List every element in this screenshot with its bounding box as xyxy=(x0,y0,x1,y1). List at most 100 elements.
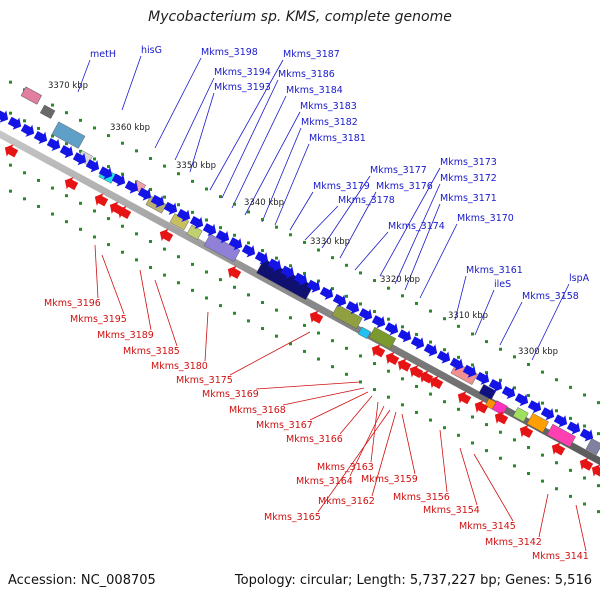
forward-gene-label: Mkms_3194 xyxy=(214,67,271,78)
track-dot xyxy=(345,294,348,298)
forward-gene-label: Mkms_3158 xyxy=(522,291,579,302)
reverse-gene-label: Mkms_3162 xyxy=(318,496,375,507)
track-dot xyxy=(387,286,390,290)
track-dot xyxy=(121,224,124,228)
track-dot xyxy=(205,296,208,300)
track-dot xyxy=(457,355,460,359)
track-dot xyxy=(331,287,334,291)
track-dot xyxy=(583,393,586,397)
track-dot xyxy=(331,339,334,343)
reverse-gene-arrow xyxy=(397,358,412,372)
forward-gene-label: Mkms_3184 xyxy=(286,85,343,96)
track-dot xyxy=(345,372,348,376)
forward-gene-arrow xyxy=(488,378,503,392)
track-dot xyxy=(23,119,26,123)
forward-gene-arrow xyxy=(358,308,373,322)
track-dot xyxy=(527,393,530,397)
track-dot xyxy=(485,423,488,427)
track-dot xyxy=(317,279,320,283)
track-dot xyxy=(289,342,292,346)
track-dot xyxy=(177,172,180,176)
forward-gene-arrow xyxy=(137,187,152,201)
forward-gene-arrow xyxy=(449,357,464,371)
reverse-label-line xyxy=(575,504,587,552)
reverse-gene-arrow xyxy=(159,228,174,242)
track-dot xyxy=(457,324,460,328)
track-dot xyxy=(65,111,68,115)
track-dot xyxy=(261,249,264,253)
forward-gene-arrow xyxy=(293,272,308,286)
track-dot xyxy=(513,438,516,442)
reverse-gene-arrow xyxy=(474,400,489,414)
track-dot xyxy=(163,273,166,277)
forward-gene-label: Mkms_3174 xyxy=(388,221,445,232)
track-dot xyxy=(205,270,208,274)
forward-label-line xyxy=(474,289,495,336)
track-dot xyxy=(527,471,530,475)
forward-gene-arrow xyxy=(280,265,295,279)
topology-line: Topology: circular; Length: 5,737,227 bp… xyxy=(234,573,592,588)
forward-label-line xyxy=(404,203,441,291)
track-dot xyxy=(541,401,544,405)
forward-gene-arrow xyxy=(254,251,269,265)
reverse-label-line xyxy=(154,279,178,347)
reverse-gene-label: Mkms_3169 xyxy=(202,389,259,400)
track-dot xyxy=(387,369,390,373)
track-dot xyxy=(177,203,180,207)
feature-block xyxy=(357,326,371,340)
track-dot xyxy=(289,233,292,237)
forward-gene-arrow xyxy=(514,393,529,407)
forward-gene-label: Mkms_3161 xyxy=(466,265,523,276)
track-dot xyxy=(191,288,194,292)
track-dot xyxy=(471,332,474,336)
forward-gene-arrow xyxy=(241,244,256,258)
track-dot xyxy=(513,355,516,359)
track-dot xyxy=(219,304,222,308)
track-dot xyxy=(569,468,572,472)
track-dot xyxy=(121,250,124,254)
reverse-gene-label: Mkms_3142 xyxy=(485,537,542,548)
track-dot xyxy=(23,197,26,201)
forward-gene-arrow xyxy=(215,230,230,244)
reverse-gene-arrow xyxy=(117,205,132,219)
forward-gene-arrow xyxy=(85,159,100,173)
track-dot xyxy=(485,340,488,344)
forward-label-line xyxy=(321,175,371,249)
track-dot xyxy=(65,220,68,224)
reverse-gene-arrow xyxy=(94,193,109,207)
forward-gene-arrow xyxy=(410,336,425,350)
track-dot xyxy=(359,271,362,275)
track-dot xyxy=(177,281,180,285)
track-dot xyxy=(373,362,376,366)
forward-gene-arrow xyxy=(20,123,35,137)
forward-label-line xyxy=(289,191,314,231)
tick-label: 3300 kbp xyxy=(518,347,558,357)
track-dot xyxy=(415,410,418,414)
track-dot xyxy=(303,240,306,244)
forward-gene-arrow xyxy=(436,350,451,364)
forward-gene-arrow xyxy=(462,364,477,378)
forward-gene-arrow xyxy=(371,315,386,329)
reverse-gene-arrow xyxy=(309,310,324,324)
forward-gene-arrow xyxy=(267,258,282,272)
track-dot xyxy=(51,134,54,138)
forward-label-line xyxy=(244,111,301,216)
track-dot xyxy=(597,401,600,405)
track-dot xyxy=(583,424,586,428)
reverse-label-line xyxy=(339,395,373,435)
track-dot xyxy=(149,265,152,269)
track-dot xyxy=(471,441,474,445)
reverse-gene-label: Mkms_3168 xyxy=(229,405,286,416)
forward-gene-label: Mkms_3171 xyxy=(440,193,497,204)
forward-label-line xyxy=(221,79,279,199)
track-dot xyxy=(135,149,138,153)
track-dot xyxy=(541,370,544,374)
reverse-gene-arrow xyxy=(371,344,386,358)
track-dot xyxy=(555,378,558,382)
forward-gene-arrow xyxy=(527,400,542,414)
feature-block xyxy=(526,412,549,433)
forward-gene-arrow xyxy=(7,116,22,130)
forward-gene-arrow xyxy=(124,180,139,194)
